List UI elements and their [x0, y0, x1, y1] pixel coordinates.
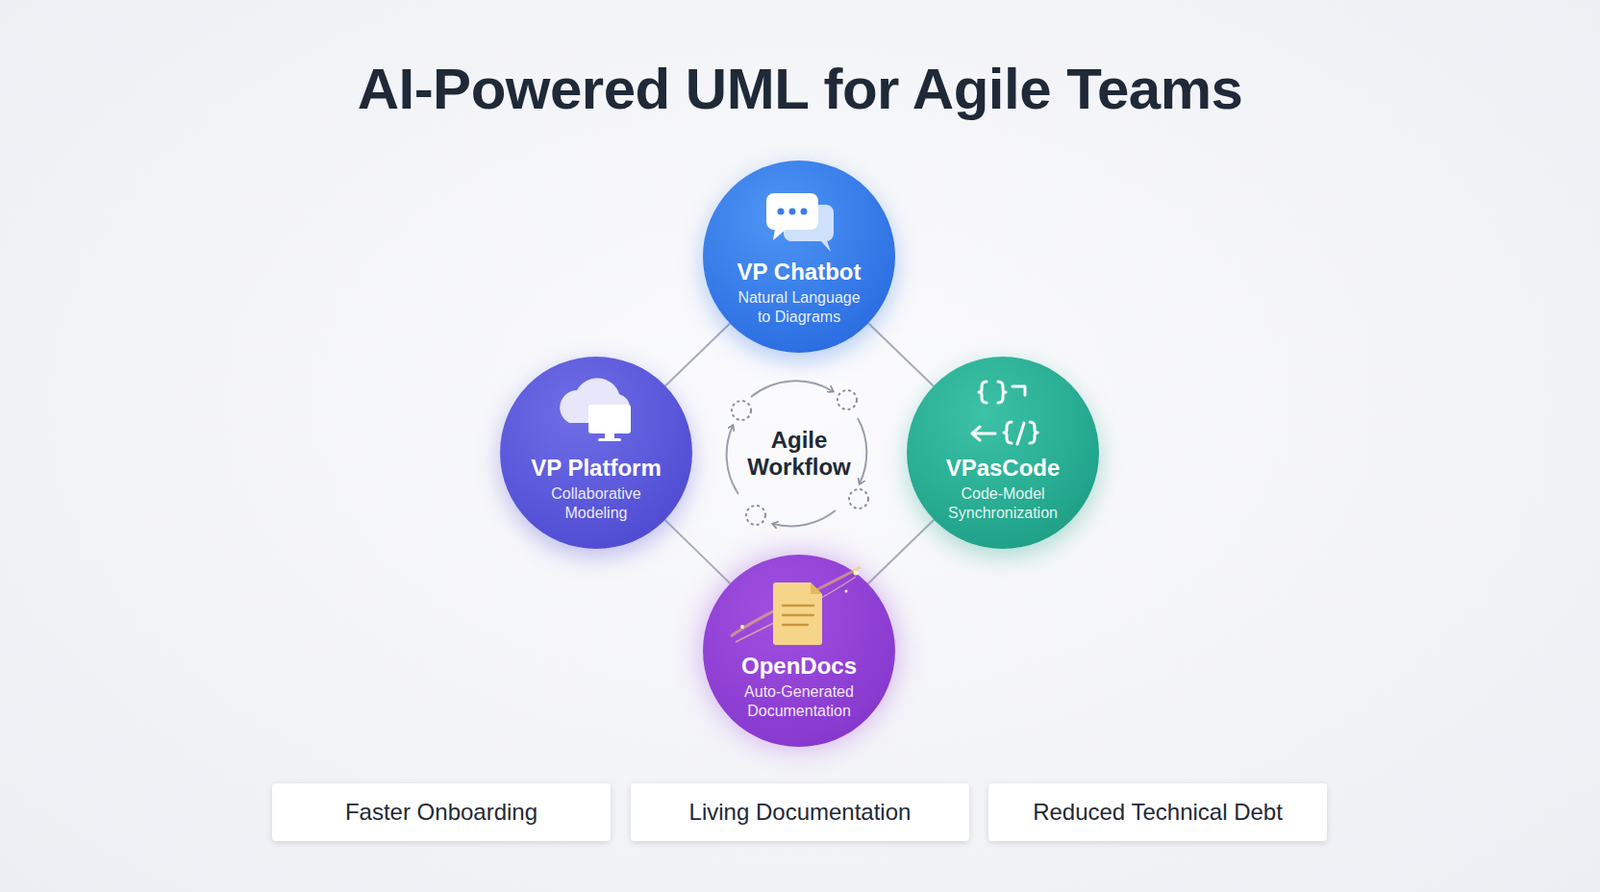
cycle-arrow [773, 510, 836, 526]
connector-line [665, 520, 731, 584]
cloud-monitor-icon [559, 377, 631, 442]
chat-icon [766, 193, 834, 252]
platform-circle: VP PlatformCollaborative Modeling [500, 356, 693, 550]
code-icon [972, 381, 1038, 445]
circle-text: VPasCodeCode-Model Synchronization [906, 454, 1100, 524]
code-circle: VPasCodeCode-Model Synchronization [906, 356, 1100, 550]
cycle-arrow [857, 418, 867, 484]
node-title: OpenDocs [741, 652, 857, 680]
circle-text: VP PlatformCollaborative Modeling [500, 454, 693, 524]
box-text: Living Documentation [689, 799, 912, 826]
cycle-dot [837, 390, 857, 410]
diagram-title: AI-Powered UML for Agile Teams [0, 55, 1600, 123]
node-title: VP Platform [530, 454, 662, 482]
cycle-arrow [750, 380, 833, 398]
node-subtitle: Auto-Generated Documentation [731, 682, 867, 722]
docs-circle: OpenDocsAuto-Generated Documentation [702, 554, 896, 748]
circle-text: VP ChatbotNatural Language to Diagrams [702, 258, 896, 327]
circle-text: OpenDocsAuto-Generated Documentation [702, 652, 896, 722]
node-subtitle: Collaborative Modeling [528, 484, 664, 524]
node-title: VP Chatbot [737, 258, 862, 286]
node-title: VPasCode [946, 454, 1061, 482]
connector-line [665, 324, 730, 387]
benefit-box: Reduced Technical Debt [988, 783, 1327, 842]
chatbot-circle: VP ChatbotNatural Language to Diagrams [702, 160, 896, 353]
node-subtitle: Code-Model Synchronization [935, 484, 1071, 524]
cycle-dot [849, 489, 869, 509]
box-text: Reduced Technical Debt [1032, 799, 1283, 826]
benefit-box: Living Documentation [630, 783, 970, 842]
benefit-box: Faster Onboarding [272, 783, 611, 842]
cycle-dot [746, 505, 766, 525]
connector-line [868, 323, 934, 386]
node-subtitle: Natural Language to Diagrams [731, 288, 867, 327]
document-icon [730, 567, 861, 646]
box-text: Faster Onboarding [345, 799, 538, 826]
cycle-label: Agile Workflow [741, 426, 857, 481]
connector-line [868, 520, 935, 585]
cycle-arrow [726, 425, 739, 495]
cycle-dot [731, 400, 751, 421]
